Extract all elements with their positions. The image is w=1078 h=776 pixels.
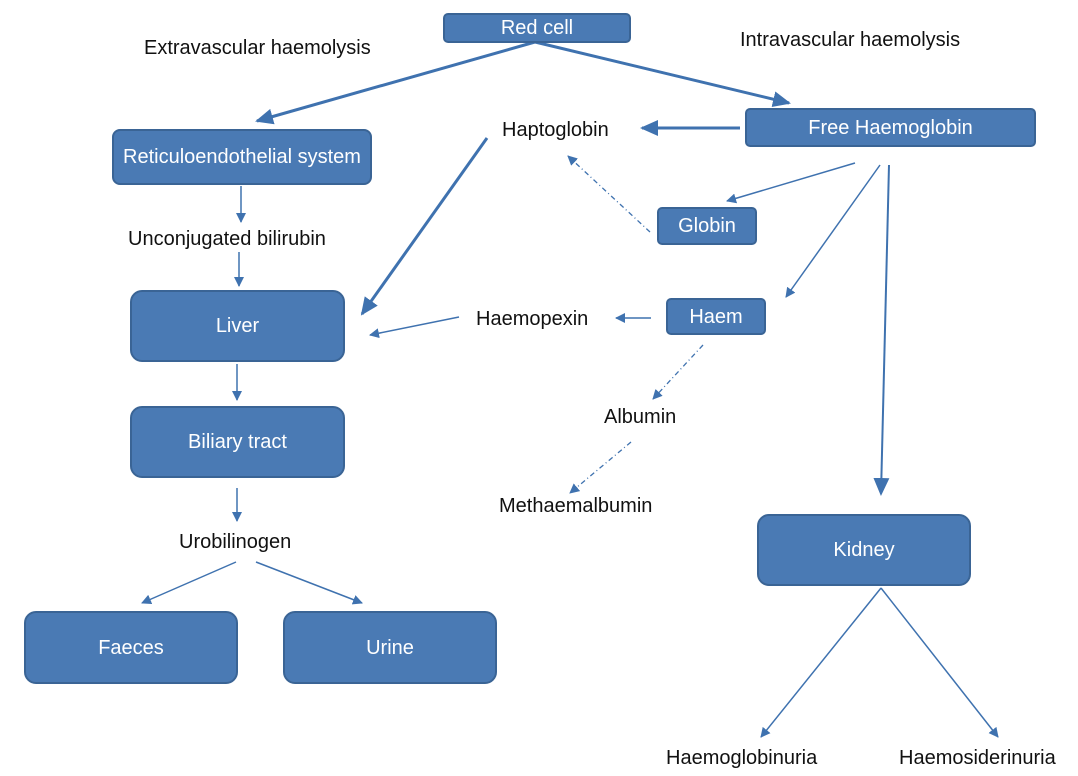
label-unconjugated-bilirubin: Unconjugated bilirubin	[128, 228, 326, 250]
arrow-free-haemoglobin-to-globin	[726, 162, 856, 204]
arrow-free-haemoglobin-to-haem	[785, 164, 881, 298]
arrow-haptoglobin-to-liver	[360, 137, 489, 316]
arrow-albumin-to-methaemalbumin	[569, 441, 632, 494]
node-free-haemoglobin: Free Haemoglobin	[745, 108, 1036, 147]
node-haem: Haem	[666, 298, 766, 335]
arrow-haem-to-albumin	[652, 344, 704, 400]
label-methaemalbumin: Methaemalbumin	[499, 495, 653, 517]
label-haemopexin: Haemopexin	[476, 308, 589, 330]
arrow-urobilinogen-to-faeces	[141, 561, 237, 604]
arrow-kidney-to-haemosiderinuria	[880, 587, 999, 738]
node-reticuloendothelial-system: Reticuloendothelial system	[112, 129, 372, 185]
node-red-cell: Red cell	[443, 13, 631, 43]
label-extravascular-haemolysis: Extravascular haemolysis	[144, 37, 371, 59]
node-faeces: Faeces	[24, 611, 238, 684]
arrow-redcell-to-reticuloendothelial	[255, 40, 536, 125]
label-intravascular-haemolysis: Intravascular haemolysis	[740, 29, 961, 51]
node-globin: Globin	[657, 207, 757, 245]
node-urine: Urine	[283, 611, 497, 684]
label-haemoglobinuria: Haemoglobinuria	[666, 747, 818, 769]
node-kidney: Kidney	[757, 514, 971, 586]
label-urobilinogen: Urobilinogen	[179, 531, 292, 553]
arrow-redcell-to-free-haemoglobin	[534, 40, 791, 108]
node-biliary-tract: Biliary tract	[130, 406, 345, 478]
node-liver: Liver	[130, 290, 345, 362]
label-haemosiderinuria: Haemosiderinuria	[899, 747, 1056, 769]
label-haptoglobin: Haptoglobin	[502, 119, 609, 141]
arrow-kidney-to-haemoglobinuria	[760, 587, 882, 738]
arrow-globin-to-haptoglobin	[567, 155, 651, 233]
label-albumin: Albumin	[604, 406, 677, 428]
arrow-free-haemoglobin-to-kidney	[873, 164, 890, 496]
arrow-haemopexin-to-liver	[369, 316, 460, 339]
arrow-urobilinogen-to-urine	[255, 561, 363, 605]
